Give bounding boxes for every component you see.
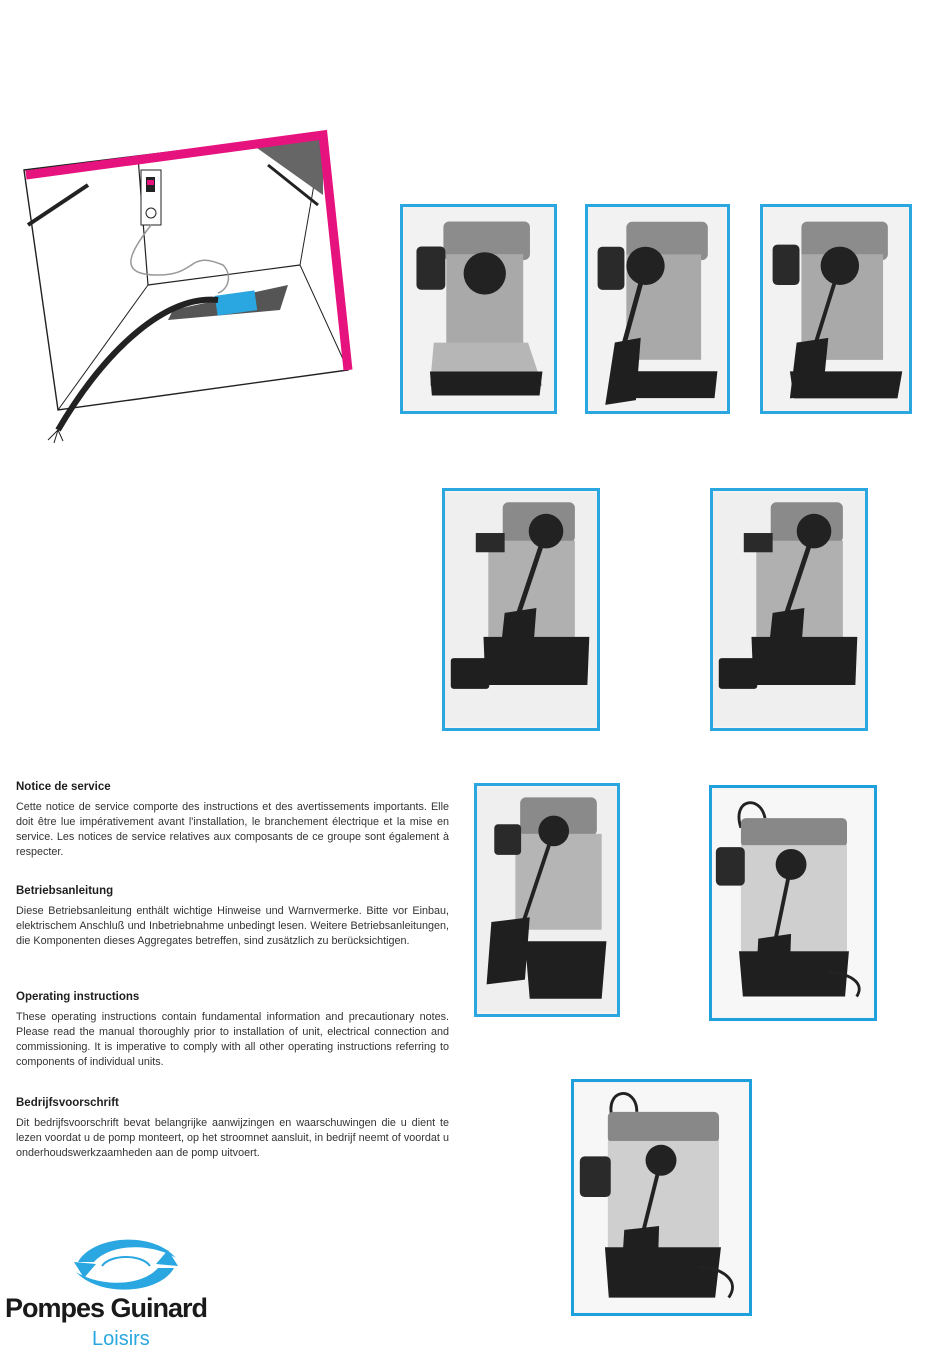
- section-fr-title: Notice de service: [16, 781, 111, 793]
- pump-photo-8: [571, 1079, 752, 1316]
- brand-logo-mark: [72, 1232, 180, 1296]
- pump-photo-1: [400, 204, 557, 414]
- section-de-body: Diese Betriebsanleitung enthält wichtige…: [16, 905, 449, 947]
- section-de-title: Betriebsanleitung: [16, 885, 114, 897]
- pump-photo-2: [585, 204, 730, 414]
- installation-illustration: [18, 125, 363, 445]
- pump-photo-4: [442, 488, 600, 731]
- brand-name: Pompes Guinard: [5, 1293, 208, 1323]
- section-de: Betriebsanleitung Diese Betriebsanleitun…: [16, 885, 449, 949]
- section-nl: Bedrijfsvoorschrift Dit bedrijfsvoorschr…: [16, 1097, 449, 1161]
- brand-subtitle: Loisirs: [92, 1328, 150, 1350]
- section-en-title: Operating instructions: [16, 991, 140, 1003]
- pump-photo-6: [474, 783, 620, 1017]
- pump-photo-3: [760, 204, 912, 414]
- section-fr-body: Cette notice de service comporte des ins…: [16, 801, 449, 858]
- section-nl-body: Dit bedrijfsvoorschrift bevat belangrijk…: [16, 1117, 449, 1159]
- section-nl-title: Bedrijfsvoorschrift: [16, 1097, 119, 1109]
- section-fr: Notice de service Cette notice de servic…: [16, 781, 449, 860]
- section-en-body: These operating instructions contain fun…: [16, 1011, 449, 1068]
- section-en: Operating instructions These operating i…: [16, 991, 449, 1070]
- pump-photo-7: [709, 785, 877, 1021]
- pump-photo-5: [710, 488, 868, 731]
